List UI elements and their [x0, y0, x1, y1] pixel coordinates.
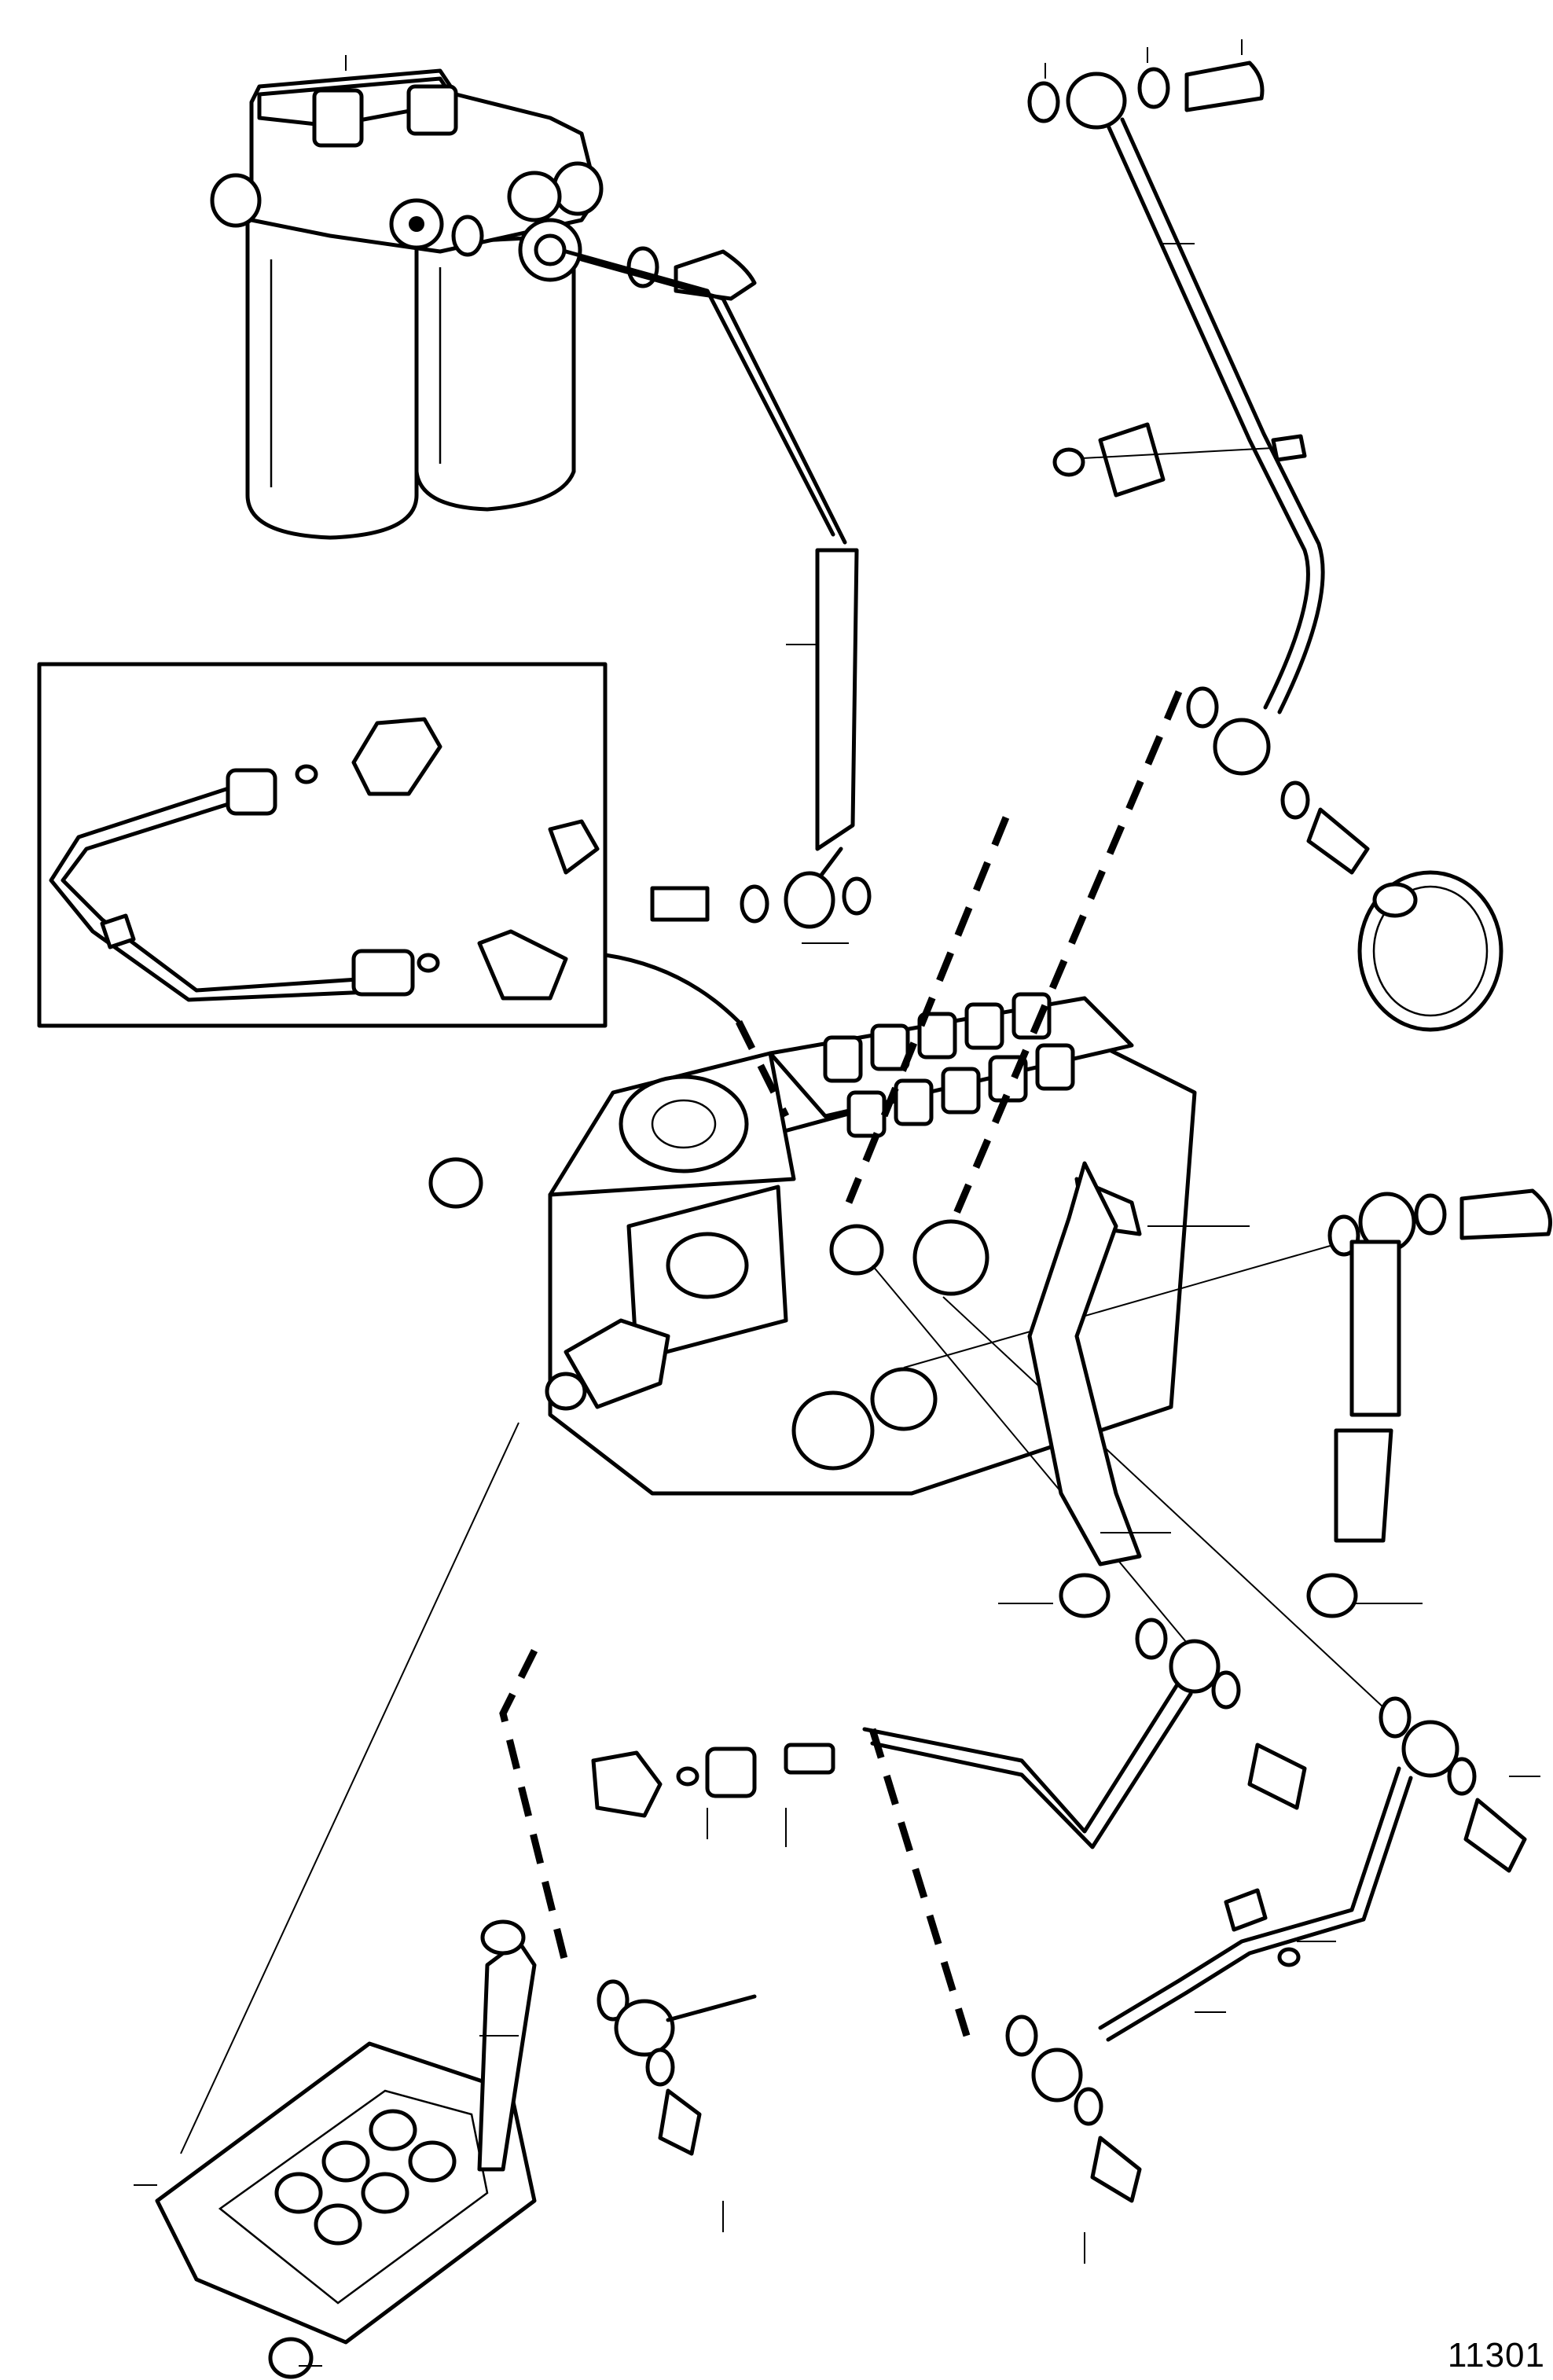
banjo-fitting — [614, 1999, 675, 2057]
fuel-filter-assembly — [210, 68, 757, 540]
hollow-screw — [650, 886, 710, 922]
hollow-screw — [658, 2088, 702, 2156]
hollow-screw — [1247, 1743, 1307, 1810]
filter-canister-right — [414, 233, 576, 512]
delivery-valves — [823, 992, 1075, 1138]
clamp — [100, 913, 136, 949]
fuel-line-lower — [591, 1618, 1307, 1849]
filter-head-plug-right — [552, 161, 604, 216]
clamp — [1052, 422, 1307, 498]
nut — [1059, 1573, 1111, 1618]
nut — [1306, 1573, 1358, 1618]
washer — [1135, 1618, 1168, 1660]
hollow-screw — [1090, 2136, 1142, 2203]
banjo-fitting — [1401, 1720, 1459, 1778]
washer — [451, 215, 484, 257]
washer — [1211, 1670, 1241, 1710]
union-nut — [705, 1746, 757, 1798]
reference-leaders — [134, 39, 1540, 2367]
inset-leader — [603, 953, 741, 1024]
hollow-screw — [1459, 1188, 1552, 1240]
angle-union — [591, 1750, 663, 1818]
hose-section — [815, 548, 859, 851]
washer — [1414, 1193, 1447, 1236]
fuel-line-upper — [1027, 61, 1370, 875]
cover-disc — [1357, 870, 1503, 1032]
washer — [645, 2048, 675, 2087]
inset-bleed-line — [37, 662, 608, 1028]
banjo-fitting — [1031, 2048, 1083, 2103]
hollow-screw — [1306, 807, 1370, 875]
washer — [1186, 686, 1219, 729]
washer — [740, 884, 769, 924]
angle-union — [477, 929, 568, 1001]
clamp — [1224, 1888, 1268, 1932]
union-nut — [351, 949, 415, 997]
banjo-assembly-lower — [597, 1979, 757, 2156]
bracket-nut — [268, 2337, 314, 2379]
hollow-screw — [1463, 1798, 1527, 1873]
banjo-bolt — [548, 819, 600, 875]
figure-number: 11301 — [1447, 2336, 1545, 2374]
bracket-bolt — [477, 1939, 537, 2172]
banjo-fitting — [1169, 1639, 1221, 1694]
filter-canister-left — [245, 218, 419, 540]
washer — [1027, 81, 1060, 123]
washer — [1005, 2015, 1038, 2057]
dashed-leaders — [499, 690, 1183, 2037]
filter-head-plug-left — [210, 173, 262, 228]
banjo-fitting — [1066, 72, 1127, 130]
fuel-line-return — [564, 249, 872, 929]
pump-bracket — [155, 1919, 537, 2379]
angle-union — [351, 717, 442, 796]
hollow-screw — [1184, 61, 1265, 112]
filter-head-port-top — [312, 88, 364, 148]
hose-section — [1349, 1240, 1401, 1417]
washer — [1137, 67, 1170, 109]
banjo-fitting — [784, 871, 835, 929]
washer — [1379, 1696, 1412, 1739]
reference-circle — [428, 1157, 483, 1209]
fuel-line-lower-right — [1005, 1696, 1527, 2203]
hose-section — [1334, 1428, 1393, 1543]
pump-drive-stub — [545, 1372, 587, 1411]
hollow-screw — [674, 249, 757, 301]
washer — [842, 876, 872, 916]
banjo-fitting — [1213, 718, 1271, 776]
washer — [1074, 2087, 1103, 2126]
pump-hose — [1027, 1161, 1142, 1566]
washer — [1280, 780, 1310, 820]
hose-assembly — [1027, 1161, 1552, 1618]
union-nut — [226, 768, 277, 816]
washer — [1447, 1757, 1477, 1796]
washer — [597, 1979, 630, 2022]
